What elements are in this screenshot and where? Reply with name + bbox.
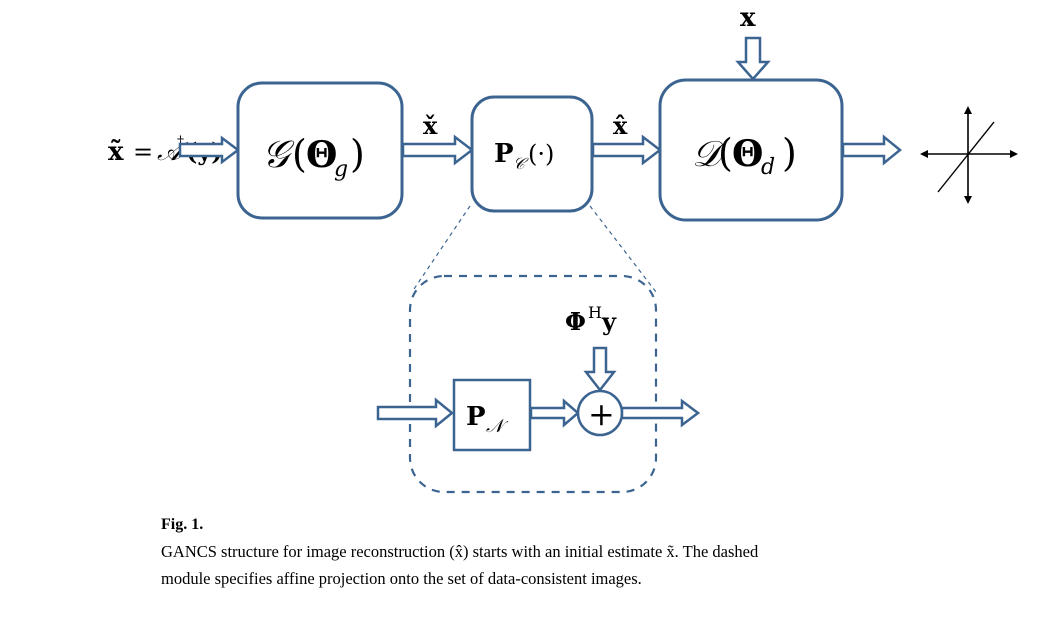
generator-subscript: g (334, 157, 348, 182)
arrow-generator-to-projection (401, 134, 475, 166)
discriminator-subscript: d (761, 155, 775, 180)
inset-arrow-phi-to-sum (583, 346, 617, 393)
input-x-tilde: x̃ (108, 137, 124, 167)
discriminator-label: 𝒟 ( Θ d ) (692, 131, 797, 180)
figure-caption: Fig. 1. GANCS structure for image recons… (161, 514, 921, 592)
null-space-projection-box (452, 378, 532, 452)
null-projection-p: P (466, 402, 486, 432)
x-hat-label: x̂ (613, 111, 628, 140)
affine-projection-module (408, 274, 658, 494)
phi-label: Φ (565, 307, 586, 336)
caption-line-2: module specifies affine projection onto … (161, 569, 642, 588)
discriminator-theta: Θ (732, 133, 763, 175)
inset-arrow-input (376, 397, 454, 429)
plus-sign: + (588, 395, 615, 433)
gancs-diagram: .box { fill:#ffffff; stroke:#3c6491; str… (108, 3, 1018, 494)
arrow-input-to-generator (178, 135, 241, 165)
input-dagger: † (177, 134, 184, 150)
arrow-projection-to-discriminator (591, 134, 663, 166)
arrow-x-to-discriminator (735, 36, 771, 81)
phi-superscript: H (588, 303, 602, 322)
caption-body: GANCS structure for image reconstruction… (161, 538, 921, 592)
generator-open-paren: ( (292, 132, 307, 176)
x-top-label: x (740, 3, 756, 33)
arrow-discriminator-output (841, 134, 902, 166)
figure-label: Fig. 1. (161, 516, 204, 533)
inset-arrow-output (620, 398, 701, 428)
x-check-label: x̌ (423, 111, 438, 140)
generator-label: 𝒢 ( Θ g ) (262, 132, 365, 182)
caption-line-1: GANCS structure for image reconstruction… (161, 542, 759, 561)
projection-arg: (·) (528, 140, 554, 168)
inset-arrow-to-sum (529, 398, 580, 428)
zoom-line-right (589, 205, 657, 293)
zoom-line-left (411, 205, 471, 293)
phi-y: y (601, 307, 617, 336)
generator-close-paren: ) (350, 132, 365, 176)
activation-plot-icon (920, 106, 1018, 204)
input-equals: = (133, 138, 153, 166)
discriminator-open-paren: ( (718, 131, 733, 175)
projection-p: P (494, 139, 514, 169)
discriminator-close-paren: ) (782, 131, 797, 175)
generator-theta: Θ (306, 134, 337, 176)
